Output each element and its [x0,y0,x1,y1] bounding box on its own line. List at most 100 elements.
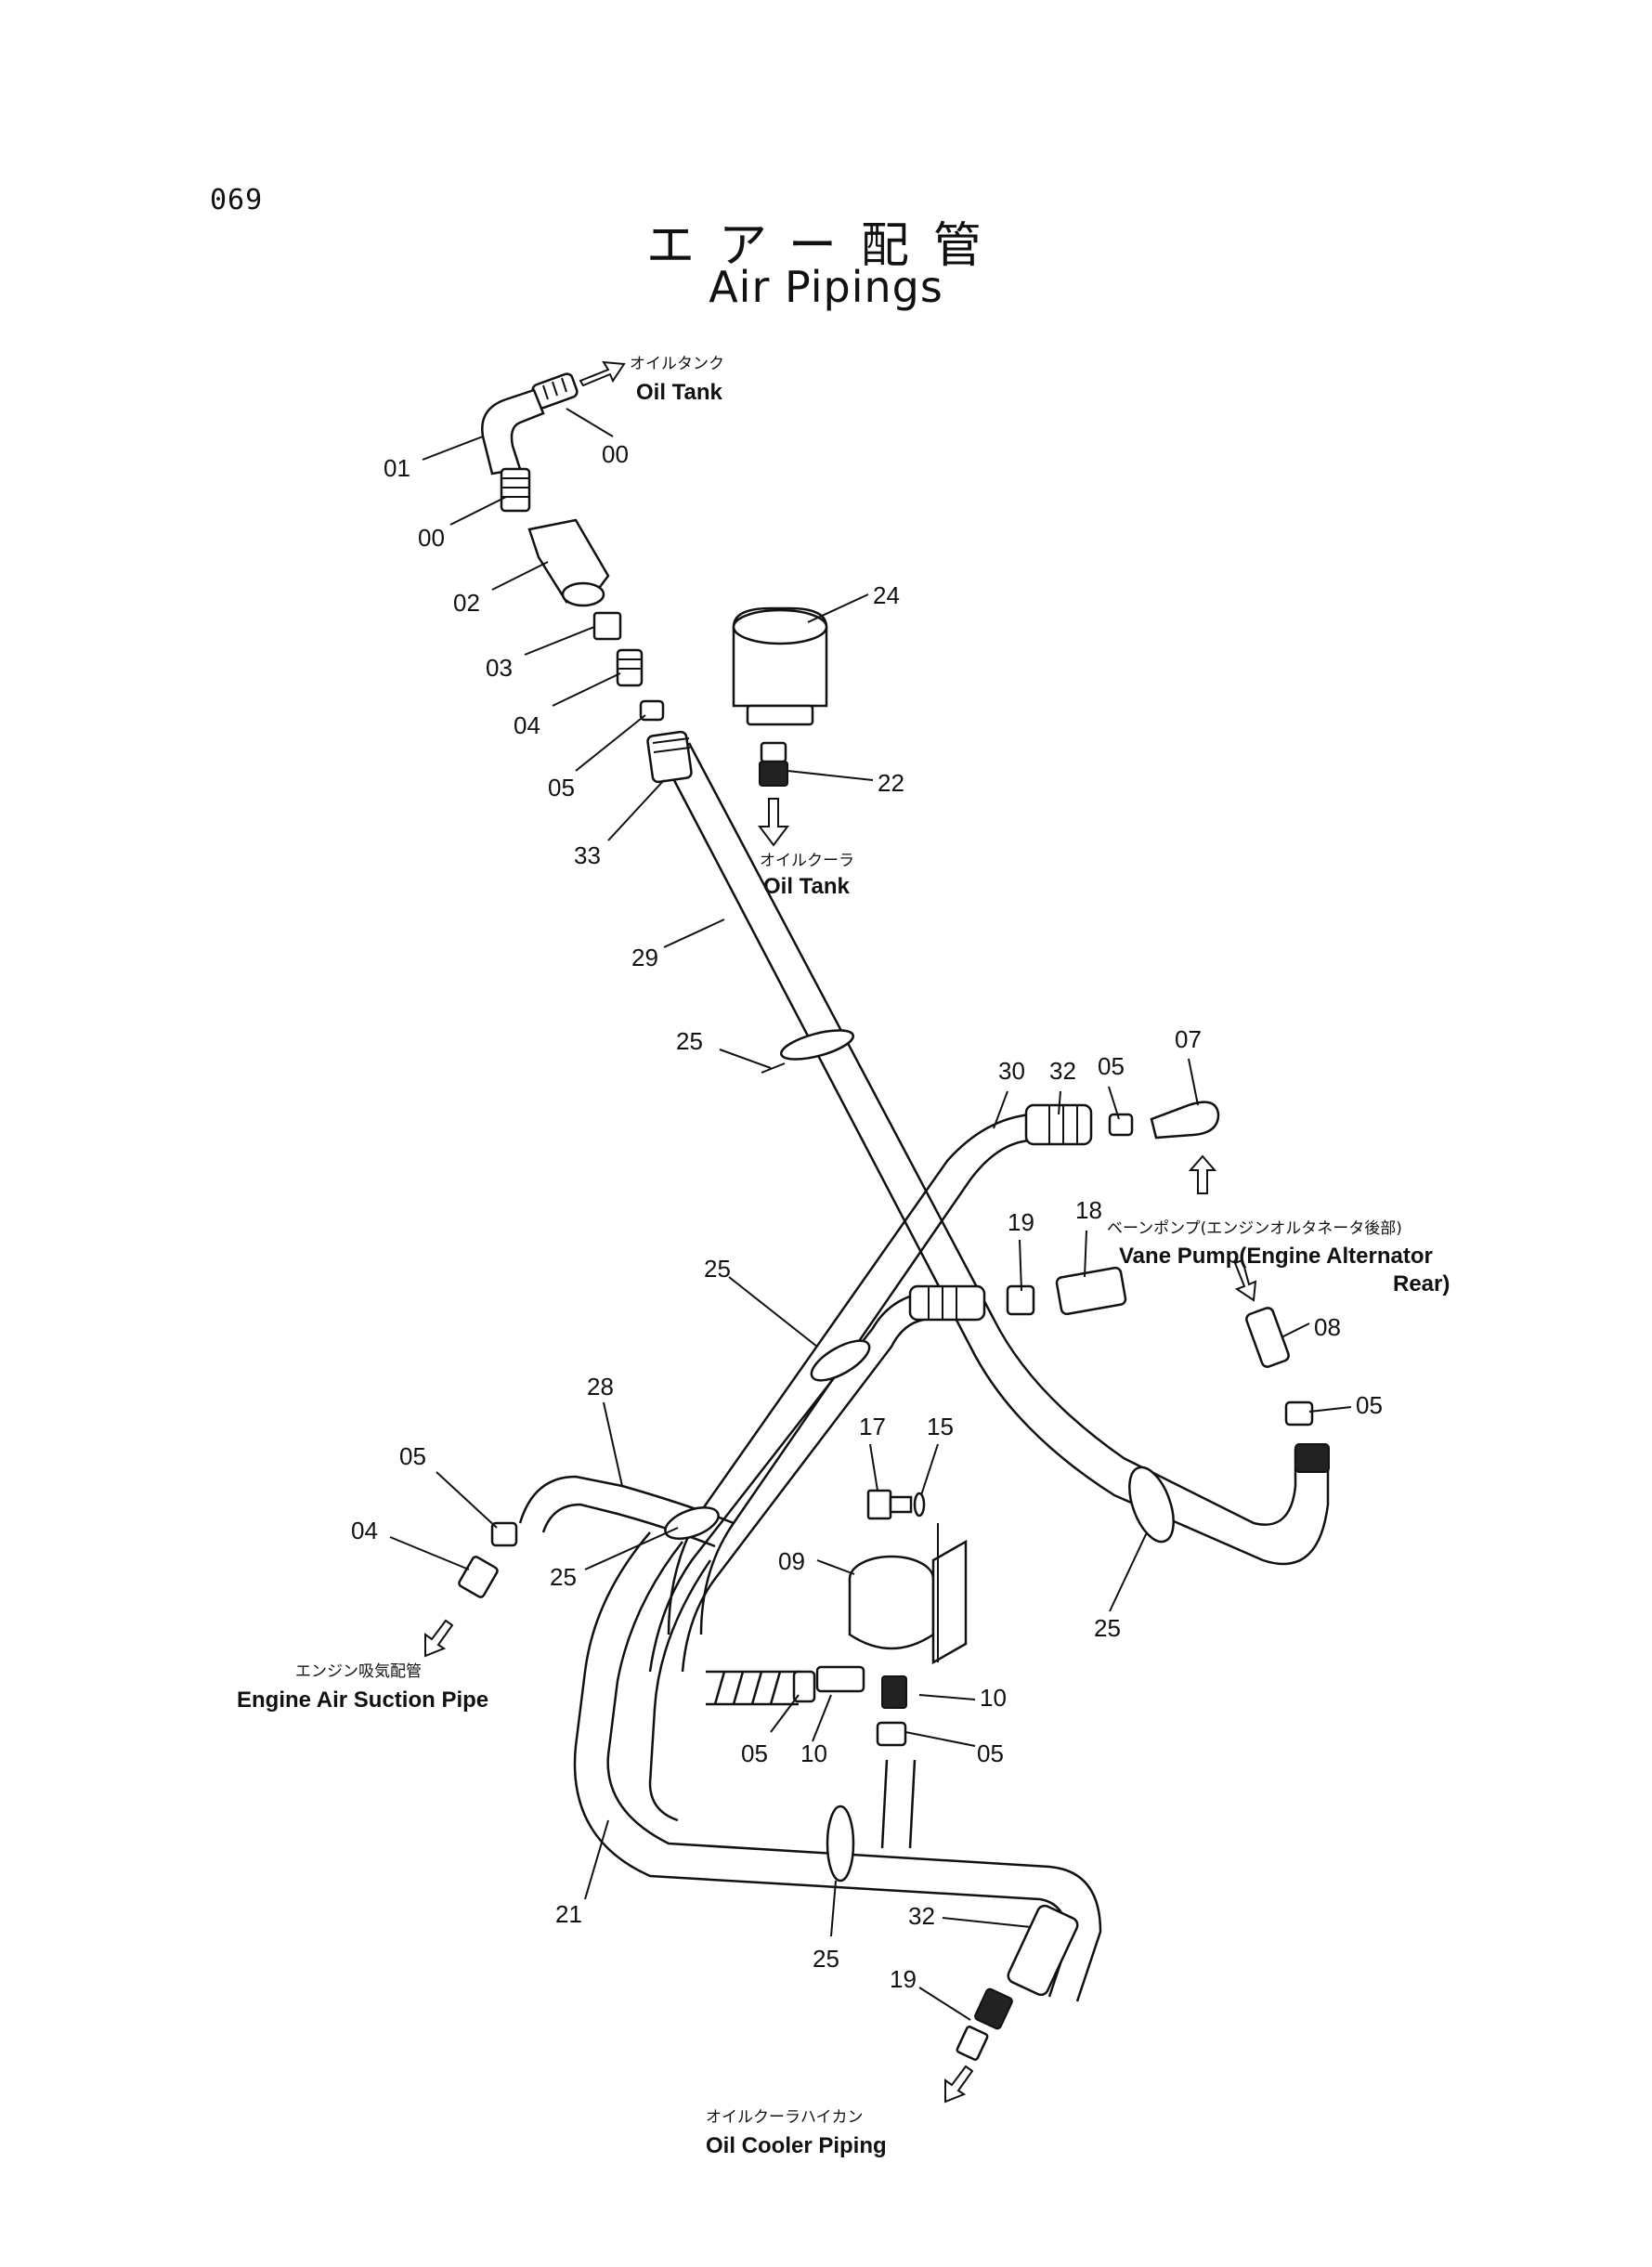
hose-10-spiral [713,1671,782,1705]
callout-25: 25 [550,1563,577,1591]
note-oil-cooler-en: Oil Tank [763,874,851,899]
callout-30: 30 [998,1057,1025,1085]
hose-vertical [880,1759,917,1849]
fitting-19-bottom [956,1987,1013,2061]
callout-02: 02 [453,589,480,617]
valve-02 [527,518,610,607]
fitting-04-top [616,648,644,687]
clamp-05-left [490,1521,518,1547]
hose-21-edge [606,1541,1102,2002]
callout-00: 00 [418,524,445,552]
leader-lines [389,408,1352,2021]
callout-09: 09 [778,1547,805,1575]
clamp-25-middle [810,1339,871,1382]
callout-25: 25 [1094,1614,1121,1642]
note-oil-cooler-piping-en: Oil Cooler Piping [706,2133,887,2158]
note-vane-pump-en: Vane Pump(Engine Alternator [1119,1244,1433,1269]
callout-05: 05 [1356,1391,1383,1419]
note-oil-cooler-piping-ja: オイルクーラハイカン [706,2108,864,2127]
hose-21 [573,1531,1070,1998]
callout-33: 33 [574,841,601,869]
callout-01: 01 [384,454,410,482]
clamp-05-right-top [1108,1113,1134,1137]
callout-05: 05 [399,1442,426,1470]
page-number: 069 [210,184,264,216]
banjo-18 [1055,1266,1127,1316]
callout-07: 07 [1175,1025,1202,1053]
sleeve-32-top [1024,1103,1093,1146]
arrow-vane-pump [1188,1154,1217,1194]
hose-30 [667,1113,1032,1635]
callout-19: 19 [1008,1208,1034,1236]
title-english: Air Pipings [709,262,943,312]
hose-21-inner [648,1559,712,1822]
sleeve-hose-18 [908,1284,986,1322]
arrow-vane-pump-down [1233,1258,1257,1302]
fitting-08 [1245,1307,1290,1368]
arrow-oil-tank-top [579,360,626,387]
hose-end-right [1294,1443,1330,1473]
fitting-03 [592,611,622,641]
arrow-oil-cooler [758,798,789,847]
note-engine-air-en: Engine Air Suction Pipe [237,1687,488,1713]
bolt-17 [866,1489,913,1520]
callout-05: 05 [1098,1052,1125,1080]
callout-25: 25 [704,1255,731,1283]
clamp-05-right [1284,1401,1314,1427]
note-vane-pump-en2: Rear) [1393,1271,1450,1296]
fitting-00-mid [500,467,531,513]
hose-18 [648,1289,934,1673]
callout-17: 17 [859,1413,886,1440]
fitting-22 [759,741,788,787]
sleeve-33 [646,730,693,784]
callout-25: 25 [676,1027,703,1055]
callout-29: 29 [631,944,658,971]
callout-04: 04 [514,711,540,739]
callout-24: 24 [873,581,900,609]
fitting-10-right [881,1675,907,1709]
arrow-oil-cooler-piping [944,2065,974,2104]
clamp-25-right [1128,1466,1175,1544]
clamp-25-upper [761,1029,855,1074]
callout-22: 22 [878,769,904,797]
hose-29 [653,742,1330,1566]
clamp-05-top [639,699,665,722]
callout-03: 03 [486,654,513,682]
filter-24 [732,606,828,726]
callout-21: 21 [555,1900,582,1928]
title-japanese: エアー配管 [646,218,1006,274]
callout-05: 05 [548,774,575,801]
callout-32: 32 [1049,1057,1076,1085]
fitting-10-left [815,1665,865,1693]
clamp-05-lower [876,1721,907,1747]
callout-00: 00 [602,440,629,468]
clamp-05-left-mid [792,1670,816,1703]
callout-05: 05 [741,1739,768,1767]
solenoid-valve-09 [848,1523,968,1665]
callout-15: 15 [927,1413,954,1440]
note-engine-air-ja: エンジン吸気配管 [295,1662,422,1681]
callout-10: 10 [800,1739,827,1767]
note-oil-cooler-ja: オイルクーラ [760,852,854,870]
callout-10: 10 [980,1684,1007,1712]
hose-29-edge [687,742,1297,1526]
note-oil-tank-top-ja: オイルタンク [630,355,724,373]
hose-18-edge [681,1317,934,1673]
fitting-04-left [458,1556,499,1598]
callout-25: 25 [813,1945,839,1973]
callout-04: 04 [351,1517,378,1544]
arrow-engine-air [424,1619,454,1658]
callout-28: 28 [587,1373,614,1401]
elbow-01 [481,388,545,476]
banjo-07 [1150,1101,1220,1140]
note-oil-tank-top-en: Oil Tank [636,380,723,405]
washer-15 [913,1492,926,1518]
callout-18: 18 [1075,1196,1102,1224]
callout-19: 19 [890,1965,917,1993]
clamp-25-bottom [826,1804,855,1883]
sleeve-32-bottom [1007,1904,1079,1997]
callout-05: 05 [977,1739,1004,1767]
callout-08: 08 [1314,1313,1341,1341]
note-vane-pump-ja: ベーンポンプ(エンジンオルタネータ後部) [1107,1219,1402,1238]
